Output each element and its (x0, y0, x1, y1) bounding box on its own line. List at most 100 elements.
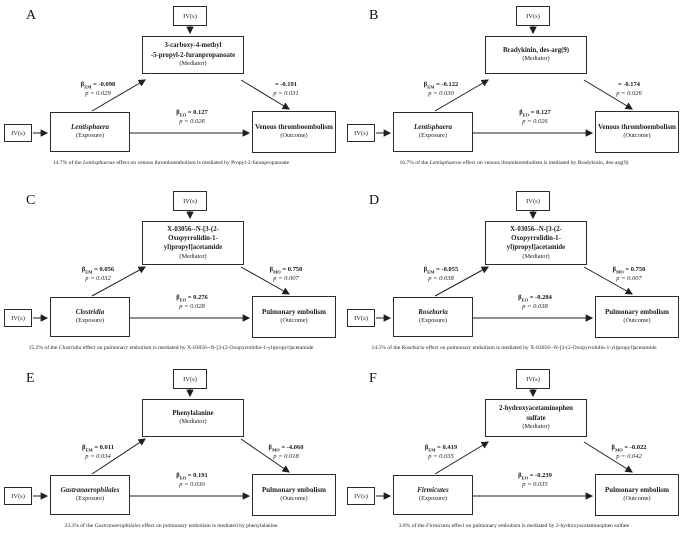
beta-value: = 0.419 (437, 444, 458, 451)
panel-caption: 16.7% of the Lentisphaerae effect on ven… (343, 160, 685, 166)
caption-taxon: Gastranaerophilales (94, 523, 141, 529)
caption-post: effect on pulmonary embolism is mediated… (450, 523, 630, 529)
mediator-box: 3-carboxy-4-methyl -5-propyl-2-furanprop… (142, 36, 244, 74)
beta-symbol: β (518, 294, 522, 301)
iv-label: IV(s) (526, 197, 540, 205)
coef-exposure-outcome: βEO = 0.191 p = 0.030 (150, 472, 234, 490)
p-value: p = 0.032 (85, 275, 111, 283)
outcome-name: Pulmonary embolism (262, 307, 326, 316)
exposure-name: Lentisphaera (413, 122, 453, 131)
p-value: p = 0.029 (85, 90, 111, 98)
iv-label: IV(s) (11, 492, 25, 500)
iv-left-box: IV(s) (4, 309, 32, 327)
mediator-name-line1: Phenylalanine (172, 410, 214, 417)
p-value: p = 0.034 (85, 453, 111, 461)
mediator-role: (Mediator) (522, 422, 550, 430)
p-value: p = 0.018 (273, 453, 299, 461)
p-value: p = 0.030 (428, 90, 454, 98)
panel-f: F IV(s) 2-hydroxyacetaminophen sulfate (… (343, 363, 685, 545)
beta-symbol: β (423, 266, 428, 273)
panel-e-arrows (33, 389, 290, 500)
mediator-name-line2: sulfate (526, 414, 546, 422)
beta-value: = -4.060 (281, 444, 304, 451)
mediator-name-line1: Bradykinin, des-arg(9) (502, 47, 570, 54)
beta-symbol: β (268, 444, 272, 451)
exposure-role: (Exposure) (419, 495, 447, 503)
panel-e: E IV(s) Phenylalanine (Mediator) IV(s) G… (0, 363, 342, 545)
beta-subscript: MO (616, 269, 624, 275)
p-value: p = 0.038 (428, 275, 454, 283)
beta-value: = 0.056 (94, 266, 115, 273)
panel-label: B (369, 8, 379, 23)
beta-value: = -0.022 (624, 444, 647, 451)
exposure-name: Firmicutes (417, 485, 449, 494)
arrow-exposure-to-mediator (434, 441, 489, 475)
outcome-name: Pulmonary embolism (605, 485, 669, 494)
mediator-role: (Mediator) (179, 59, 207, 67)
p-value: p = 0.035 (428, 453, 454, 461)
arrow-mediator-to-outcome (583, 266, 633, 295)
p-value: p = 0.031 (273, 90, 299, 98)
panel-label: A (26, 8, 37, 23)
beta-value: = 0.750 (282, 266, 303, 273)
beta-value: = -0.122 (436, 81, 459, 88)
p-value: p = 0.026 (522, 118, 548, 126)
outcome-name: Pulmonary embolism (605, 307, 669, 316)
exposure-role: (Exposure) (76, 317, 104, 325)
outcome-role: (Outcome) (280, 317, 308, 325)
beta-value: = -0.284 (529, 294, 552, 301)
beta-subscript: EO (521, 297, 529, 303)
panel-b: B IV(s) Bradykinin, des-arg(9) (Mediator… (343, 0, 685, 182)
iv-left-box: IV(s) (4, 124, 32, 142)
iv-top-box: IV(s) (516, 6, 550, 26)
beta-subscript: EO (179, 297, 187, 303)
exposure-role: (Exposure) (76, 132, 104, 140)
caption-taxon: Firmicutes (426, 523, 451, 529)
beta-value: = 0.127 (530, 109, 551, 116)
beta-symbol: β (176, 294, 180, 301)
arrow-mediator-to-outcome (583, 79, 633, 110)
mediator-name-line1: X-03056--N-[3-(2- (167, 226, 219, 233)
panel-b-arrows (376, 26, 633, 137)
outcome-box: Pulmonary embolism (Outcome) (595, 296, 679, 338)
caption-taxon: Lentisphaerae (429, 160, 462, 166)
exposure-box: Firmicutes (Exposure) (393, 475, 473, 515)
coef-exposure-outcome: βEO = -0.239 p = 0.035 (493, 472, 577, 490)
mediator-name-line3: yl)propyl]acetamide (163, 244, 223, 252)
iv-label: IV(s) (354, 129, 368, 137)
panel-label: D (369, 193, 380, 208)
beta-value: = 0.011 (94, 444, 114, 451)
outcome-role: (Outcome) (280, 495, 308, 503)
caption-taxon: Roseburia (401, 345, 425, 351)
beta-value: = -0.098 (93, 81, 116, 88)
beta-symbol: β (519, 109, 523, 116)
panel-caption: 3.8% of the Firmicutes effect on pulmona… (343, 523, 685, 529)
iv-label: IV(s) (526, 375, 540, 383)
coef-exposure-mediator: βEM = 0.011 p = 0.034 (56, 444, 140, 462)
caption-pre: 23.3% of the (64, 523, 95, 529)
beta-subscript: MO (614, 447, 623, 453)
outcome-box: Venous thromboembolism (Outcome) (595, 111, 679, 153)
iv-left-box: IV(s) (347, 124, 375, 142)
panel-label: E (26, 371, 35, 386)
mediator-name-line2: -5-propyl-2-furanpropanoate (150, 51, 236, 59)
panel-label: F (369, 371, 377, 386)
beta-subscript: EO (179, 112, 187, 118)
coef-exposure-outcome: βEO = 0.276 p = 0.028 (150, 294, 234, 312)
beta-value: = 0.750 (625, 266, 646, 273)
outcome-role: (Outcome) (280, 132, 308, 140)
caption-pre: 16.7% of the (399, 160, 430, 166)
beta-value: = -0.239 (529, 472, 552, 479)
p-value: p = 0.007 (273, 275, 299, 283)
p-value: p = 0.026 (179, 118, 205, 126)
mediator-role: (Mediator) (522, 252, 550, 260)
beta-value: = -0.174 (617, 81, 641, 88)
outcome-box: Pulmonary embolism (Outcome) (595, 474, 679, 516)
beta-symbol: β (176, 109, 180, 116)
panel-caption: 15.2% of the Clostridia effect on pulmon… (0, 345, 342, 351)
coef-exposure-outcome: βEO = 0.127 p = 0.026 (150, 109, 234, 127)
outcome-role: (Outcome) (623, 495, 651, 503)
arrow-mediator-to-outcome (583, 441, 633, 473)
p-value: p = 0.026 (616, 90, 642, 98)
